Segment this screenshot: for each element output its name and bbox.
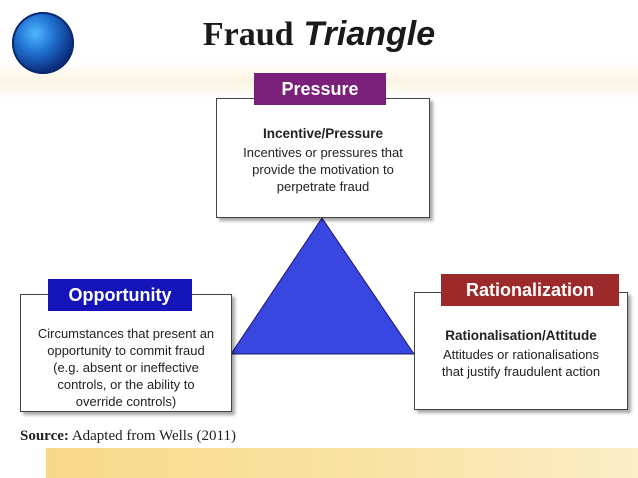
- source-citation: Source: Adapted from Wells (2011): [20, 428, 236, 445]
- title-main: Fraud: [202, 16, 294, 53]
- rationalization-heading: Rationalisation/Attitude: [445, 328, 597, 343]
- title-italic: Triangle: [303, 15, 436, 53]
- pressure-label: Pressure: [254, 73, 386, 105]
- opportunity-box: Circumstances that present an opportunit…: [20, 294, 232, 412]
- rationalization-label: Rationalization: [441, 274, 619, 306]
- pressure-box: Incentive/Pressure Incentives or pressur…: [216, 98, 430, 218]
- rationalization-box: Rationalisation/Attitude Attitudes or ra…: [414, 292, 628, 410]
- pressure-heading: Incentive/Pressure: [262, 126, 384, 141]
- globe-logo-icon: [12, 12, 74, 74]
- footer-band: [46, 448, 638, 478]
- source-text: Adapted from Wells (2011): [68, 428, 236, 444]
- opportunity-body: Circumstances that present an opportunit…: [37, 326, 215, 409]
- triangle-shape: [230, 217, 415, 355]
- opportunity-label: Opportunity: [48, 279, 192, 311]
- rationalization-body: Attitudes or rationalisations that justi…: [441, 347, 601, 379]
- pressure-body: Incentives or pressures that provide the…: [243, 145, 403, 194]
- source-prefix: Source:: [20, 428, 69, 444]
